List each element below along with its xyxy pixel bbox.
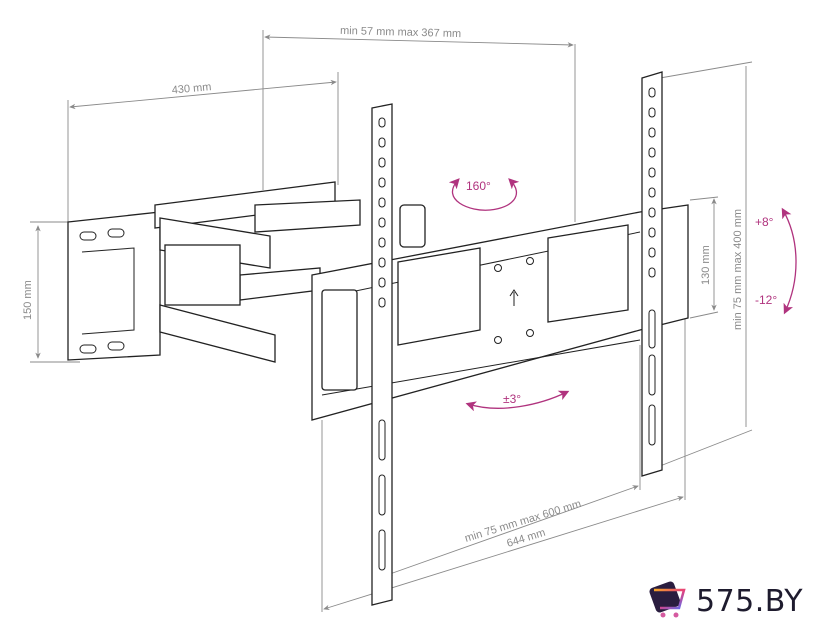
vertical-rails	[371, 71, 663, 606]
brand-logo-text: 575.BY	[696, 583, 804, 619]
articulating-arms	[154, 181, 426, 363]
brand-logo[interactable]: 575.BY	[648, 578, 803, 624]
rotation-angle-indicator	[465, 390, 570, 412]
vesa-vertical-label: min 75 mm max 400 mm	[732, 209, 744, 330]
tilt-down-label: -12°	[755, 293, 777, 307]
wall-plate-height-label: 150 mm	[22, 280, 34, 320]
wall-plate	[67, 211, 161, 361]
arm-length-dimension-label: 430 mm	[171, 81, 212, 96]
tv-plate	[311, 204, 689, 421]
swivel-angle-label: 160°	[466, 179, 491, 193]
rotation-angle-label: ±3°	[503, 392, 521, 406]
shopping-cart-icon	[649, 581, 686, 618]
extension-dimension-label: min 57 mm max 367 mm	[340, 25, 461, 40]
tilt-up-label: +8°	[755, 215, 774, 229]
swivel-angle-indicator	[448, 178, 520, 211]
tilt-angle-indicator	[781, 207, 797, 315]
tv-plate-height-label: 130 mm	[700, 245, 712, 285]
